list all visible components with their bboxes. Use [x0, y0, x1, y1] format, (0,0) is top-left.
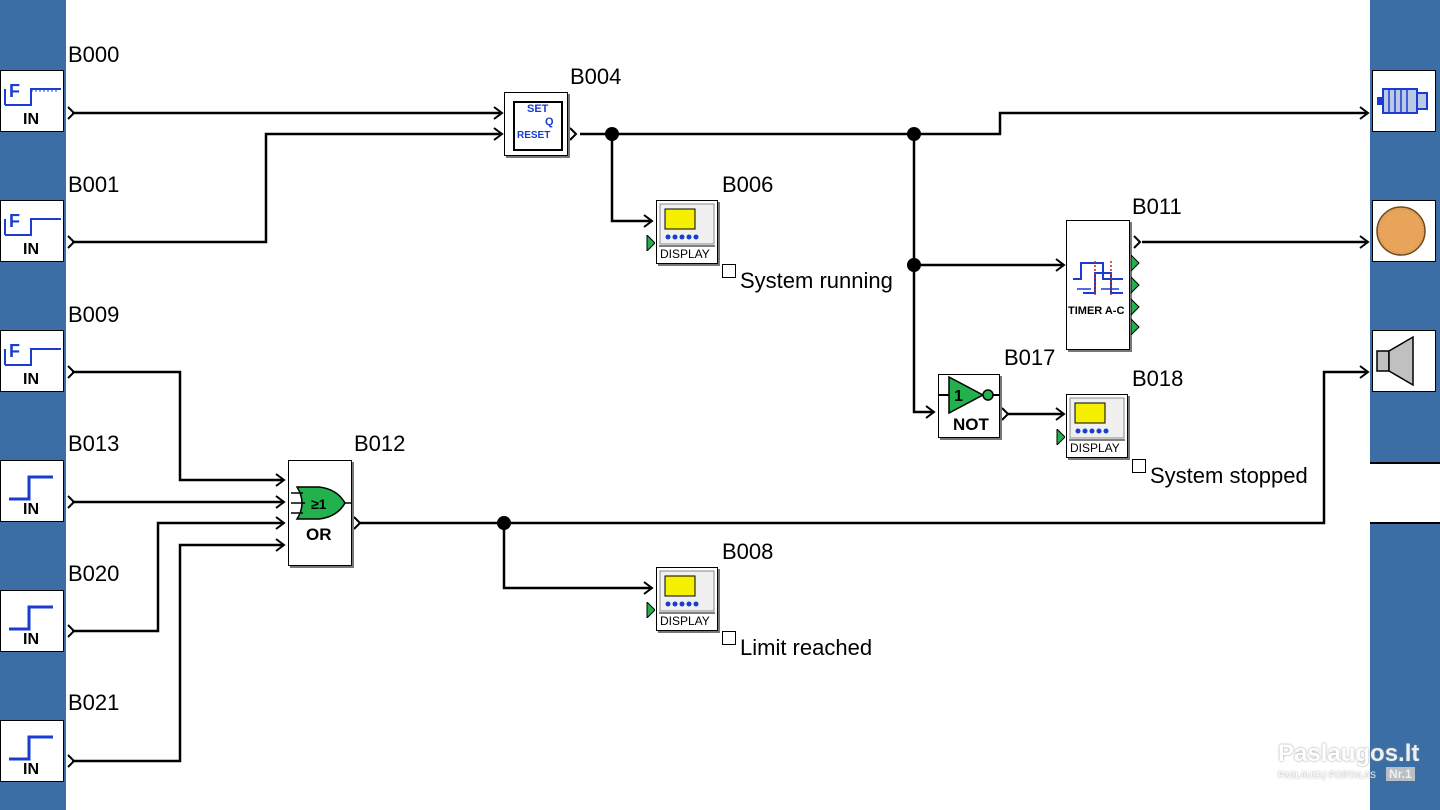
digital-input-icon — [9, 735, 53, 761]
input-type-label: IN — [23, 501, 39, 518]
speaker-icon — [1376, 335, 1414, 387]
function-key-icon: F — [4, 81, 61, 106]
block-id-b001: B001 — [68, 172, 120, 197]
or-gate-icon: ≥1 — [291, 486, 351, 520]
message-checkbox[interactable] — [722, 631, 736, 645]
junction-dot — [907, 127, 921, 141]
function-key-icon: F — [4, 211, 61, 236]
q-label: Q — [545, 116, 554, 128]
output-slot-empty — [1370, 462, 1440, 524]
wire-b021-b012 — [72, 543, 284, 763]
input-type-label: IN — [23, 241, 39, 258]
message-checkbox[interactable] — [722, 264, 736, 278]
motor-icon — [1377, 88, 1428, 114]
junction-dot — [907, 258, 921, 272]
junction-dot — [497, 516, 511, 530]
wire-b020-b012 — [72, 521, 284, 633]
timer-block-b011[interactable]: TIMER A-C — [1066, 220, 1140, 350]
watermark-subtitle: PASLAUGŲ PORTALAS — [1278, 770, 1377, 780]
block-id-b018: B018 — [1132, 366, 1184, 391]
wire-b001-b004 — [72, 132, 500, 244]
not-gate-icon: 1 — [939, 375, 999, 415]
display-label: DISPLAY — [660, 247, 710, 261]
message-text-b018: System stopped — [1150, 463, 1308, 488]
green-enable-arrow-icon — [646, 602, 655, 618]
wire-b009-b012 — [72, 370, 284, 482]
output-block-speaker[interactable] — [1372, 330, 1436, 392]
function-key-icon: F — [4, 341, 61, 366]
input-block-b013[interactable]: IN — [0, 460, 64, 522]
block-id-b012: B012 — [354, 431, 406, 456]
timer-icon — [1073, 261, 1123, 297]
input-block-b000[interactable]: F IN — [0, 70, 64, 132]
block-id-b000: B000 — [68, 42, 120, 67]
display-label: DISPLAY — [1070, 441, 1120, 455]
wire-to-b006 — [610, 134, 652, 223]
block-id-b006: B006 — [722, 172, 774, 197]
display-block-b018[interactable]: DISPLAY — [1056, 394, 1128, 458]
not-gate-block-b017[interactable]: 1 NOT — [938, 374, 1000, 438]
svg-text:F: F — [9, 81, 20, 101]
wire-to-b017 — [912, 134, 934, 414]
block-id-b021: B021 — [68, 690, 120, 715]
block-id-b004: B004 — [570, 64, 622, 89]
input-type-label: IN — [23, 761, 39, 778]
timer-outputs-icon — [1131, 255, 1140, 335]
set-label: SET — [527, 103, 549, 115]
block-id-b009: B009 — [68, 302, 120, 327]
display-icon — [659, 570, 715, 614]
wire-b004-motor — [580, 111, 1366, 136]
block-id-b011: B011 — [1132, 194, 1182, 219]
message-checkbox[interactable] — [1132, 459, 1146, 473]
input-block-b021[interactable]: IN — [0, 720, 64, 782]
input-block-b001[interactable]: F IN — [0, 200, 64, 262]
timer-label: TIMER A-C — [1068, 305, 1125, 317]
watermark-badge: Nr.1 — [1386, 767, 1415, 781]
reset-label: RESET — [517, 130, 551, 141]
green-enable-arrow-icon — [646, 235, 655, 251]
block-id-b013: B013 — [68, 431, 120, 456]
input-type-label: IN — [23, 371, 39, 388]
or-label: OR — [306, 525, 332, 544]
set-reset-symbol: SET Q RESET — [513, 101, 563, 151]
display-icon — [659, 203, 715, 247]
display-block-b008[interactable]: DISPLAY — [646, 567, 718, 631]
svg-text:F: F — [9, 211, 20, 231]
display-label: DISPLAY — [660, 614, 710, 628]
output-block-motor[interactable] — [1372, 70, 1436, 132]
not-symbol: 1 — [954, 388, 963, 405]
input-rail — [0, 0, 66, 810]
green-enable-arrow-icon — [1056, 429, 1065, 445]
watermark-logo: Paslaugos.lt PASLAUGŲ PORTALAS Nr.1 — [1278, 740, 1420, 786]
wire-to-b008 — [502, 523, 652, 590]
input-block-b020[interactable]: IN — [0, 590, 64, 652]
not-label: NOT — [953, 415, 989, 434]
output-rail — [1370, 0, 1440, 810]
display-block-b006[interactable]: DISPLAY — [646, 200, 718, 264]
block-id-b017: B017 — [1004, 345, 1056, 370]
block-id-b008: B008 — [722, 539, 774, 564]
lamp-icon — [1376, 206, 1426, 256]
digital-input-icon — [9, 605, 53, 631]
input-type-label: IN — [23, 631, 39, 648]
input-type-label: IN — [23, 111, 39, 128]
set-reset-block-b004[interactable]: SET Q RESET — [504, 92, 568, 156]
wire-b012-speaker — [360, 370, 1366, 525]
block-id-b020: B020 — [68, 561, 120, 586]
output-block-lamp[interactable] — [1372, 200, 1436, 262]
message-text-b006: System running — [740, 268, 893, 293]
watermark-title: Paslaugos.lt — [1278, 740, 1420, 767]
digital-input-icon — [9, 475, 53, 501]
display-icon — [1069, 397, 1125, 441]
junction-dot — [605, 127, 619, 141]
or-gate-block-b012[interactable]: ≥1 OR — [288, 460, 352, 566]
or-symbol: ≥1 — [311, 496, 327, 512]
input-block-b009[interactable]: F IN — [0, 330, 64, 392]
message-text-b008: Limit reached — [740, 635, 873, 660]
svg-text:F: F — [9, 341, 20, 361]
